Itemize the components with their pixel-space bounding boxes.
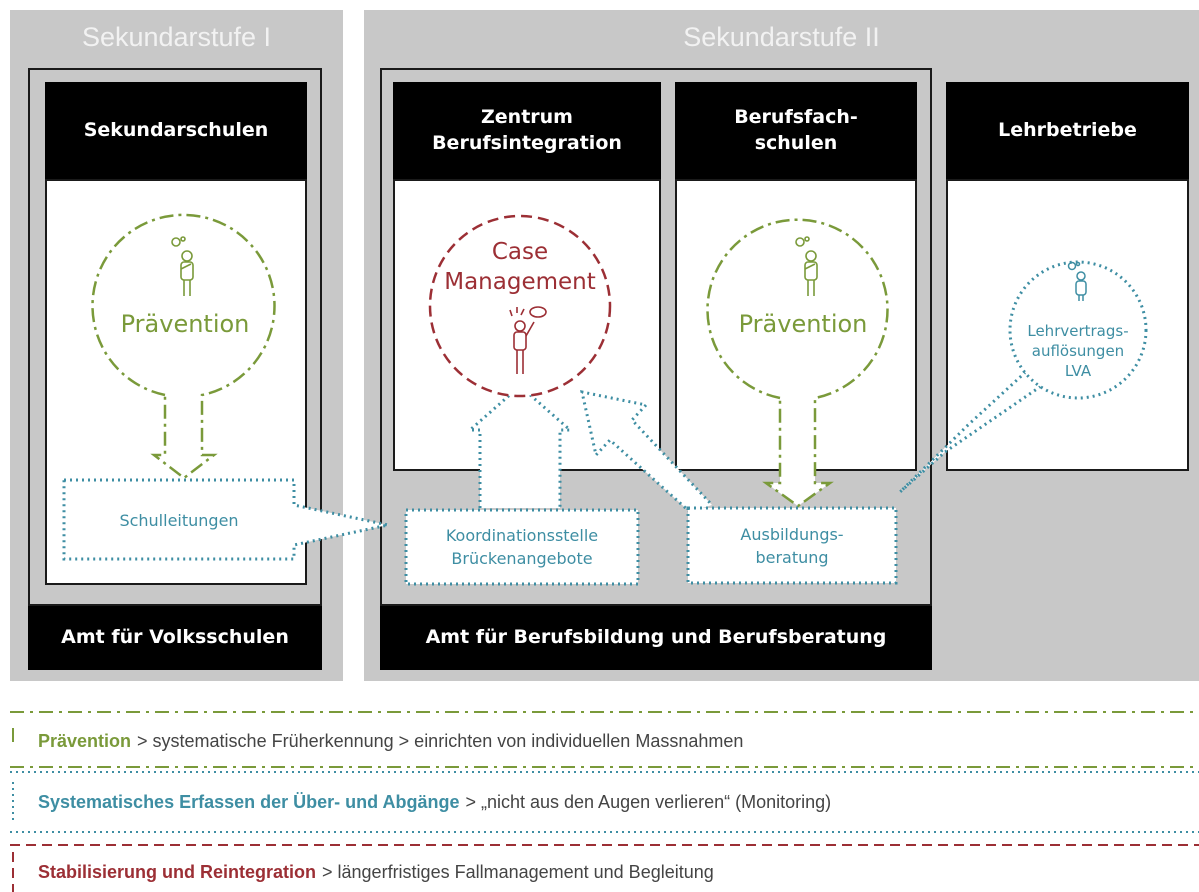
- praevention-right-label: Prävention: [738, 310, 868, 338]
- sek2-frame: [380, 68, 932, 606]
- ausbildung-label: Ausbildungs- beratung: [740, 524, 844, 567]
- legend-row-monitoring: Systematisches Erfassen der Über- und Ab…: [0, 780, 1199, 824]
- legend-text-monitoring: > „nicht aus den Augen verlieren“ (Monit…: [465, 791, 832, 812]
- person-thinking-icon: [1067, 261, 1087, 301]
- sek2-title: Sekundarstufe II: [683, 22, 880, 52]
- koordination-up-arrow: [466, 384, 574, 508]
- column-header-zentrum: Zentrum Berufsintegration: [393, 82, 661, 179]
- legend-text-praevention: > systematische Früherkennung > einricht…: [137, 730, 744, 751]
- praevention-left-label: Prävention: [120, 310, 250, 338]
- schulleitungen-callout: [62, 478, 389, 561]
- person-thinking-icon: [171, 236, 194, 296]
- legend-row-stabilisierung: Stabilisierung und Reintegration > länge…: [0, 852, 1199, 892]
- lva-label: Lehrvertrags- auflösungen LVA: [1027, 321, 1129, 381]
- legend-row-praevention: Prävention > systematische Früherkennung…: [0, 719, 1199, 763]
- legend-key-monitoring: Systematisches Erfassen der Über- und Ab…: [38, 791, 460, 812]
- person-alert-icon: [509, 306, 547, 374]
- ausbildung-to-case-arrow: [580, 390, 714, 514]
- column-header-berufsfach: Berufsfach- schulen: [675, 82, 917, 179]
- praevention-left-callout: [91, 213, 276, 480]
- legend-key-stabilisierung: Stabilisierung und Reintegration: [38, 861, 317, 882]
- lva-to-ausbildung-arrow: [898, 366, 1051, 494]
- legend-key-praevention: Prävention: [38, 730, 132, 751]
- column-header-sekundarschulen: Sekundarschulen: [45, 82, 307, 179]
- office-volksschulen: Amt für Volksschulen: [28, 606, 322, 670]
- column-header-lehrbetriebe: Lehrbetriebe: [946, 82, 1189, 179]
- koordination-box-outline: [404, 508, 640, 586]
- case-management-circle: [428, 214, 612, 398]
- praevention-right-callout: [706, 218, 889, 508]
- office-berufsbildung: Amt für Berufsbildung und Berufsberatung: [380, 606, 932, 670]
- sek1-title: Sekundarstufe I: [81, 22, 272, 52]
- ausbildung-box-outline: [686, 506, 898, 585]
- legend-text-stabilisierung: > längerfristiges Fallmanagement und Beg…: [322, 861, 714, 882]
- koordination-label: Koordinationsstelle Brückenangebote: [445, 525, 599, 568]
- person-thinking-icon: [795, 236, 818, 296]
- sek1-frame: [28, 68, 322, 606]
- case-management-label: Case Management: [444, 239, 596, 295]
- schulleitungen-label: Schulleitungen: [119, 510, 239, 530]
